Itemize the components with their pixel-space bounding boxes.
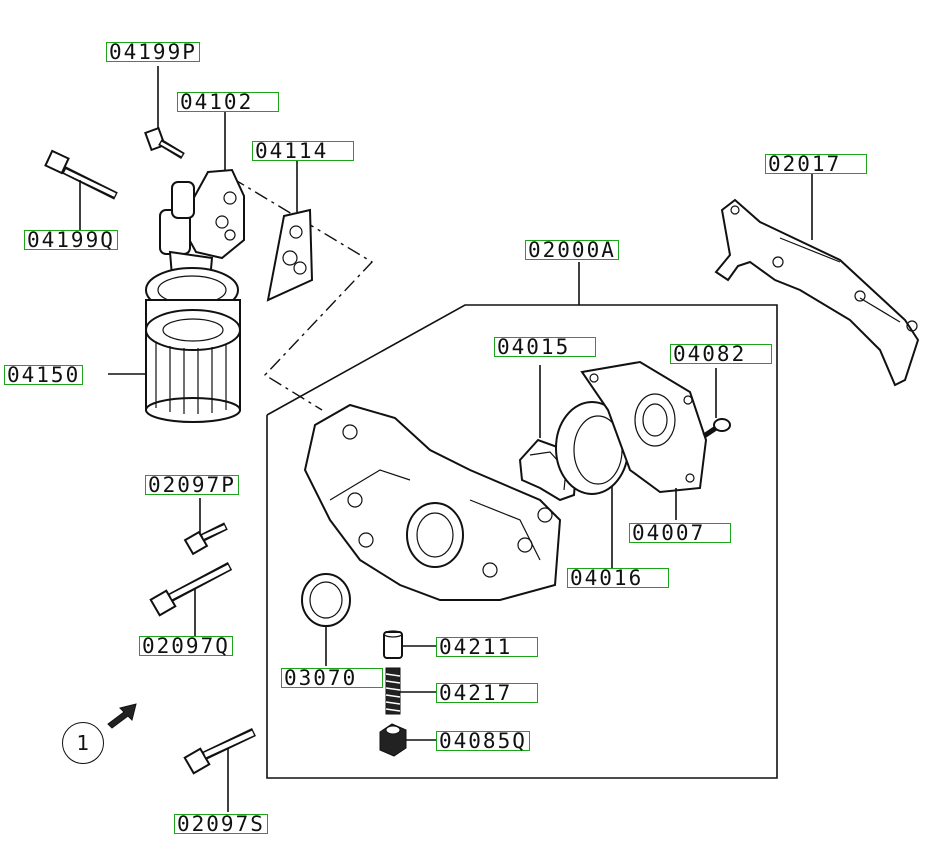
label-04015: 04015 — [494, 337, 596, 358]
bolt-04199P — [144, 66, 185, 159]
oil-filter-04150 — [108, 267, 241, 423]
label-04114: 04114 — [252, 141, 354, 162]
oil-seal-03070 — [301, 573, 351, 666]
bolt-02097S — [183, 727, 256, 812]
filter-bracket-04102 — [159, 108, 245, 282]
label-04199Q: 04199Q — [24, 230, 118, 251]
label-04007: 04007 — [629, 523, 731, 544]
assembly-box-02000A — [266, 262, 778, 779]
outer-ring-04016 — [555, 401, 629, 568]
gasket-04114 — [266, 160, 314, 302]
gasket-02017 — [714, 172, 920, 387]
label-04082: 04082 — [670, 344, 772, 365]
label-02017: 02017 — [765, 154, 867, 175]
label-04016: 04016 — [567, 568, 669, 589]
label-04199P: 04199P — [106, 42, 200, 63]
cover-plate-04007 — [580, 360, 708, 520]
direction-arrow — [107, 703, 137, 729]
screw-04082 — [702, 368, 731, 439]
label-04217: 04217 — [436, 683, 538, 704]
label-04085Q: 04085Q — [436, 731, 530, 752]
plunger-04211 — [383, 630, 436, 659]
label-02097Q: 02097Q — [139, 636, 233, 657]
spring-04217 — [385, 667, 436, 715]
bolt-02097P — [183, 498, 228, 556]
plug-04085Q — [379, 723, 436, 757]
label-02000A: 02000A — [525, 240, 619, 261]
label-03070: 03070 — [281, 668, 383, 689]
label-04150: 04150 — [4, 365, 84, 386]
label-02097P: 02097P — [145, 475, 239, 496]
label-02097S: 02097S — [174, 814, 268, 835]
label-04102: 04102 — [177, 92, 279, 113]
label-04211: 04211 — [436, 637, 538, 658]
bolt-02097Q — [149, 562, 233, 636]
callout-circle-1: 1 — [62, 722, 104, 764]
bolt-04199Q — [44, 149, 118, 230]
oil-pump-housing — [303, 403, 562, 601]
